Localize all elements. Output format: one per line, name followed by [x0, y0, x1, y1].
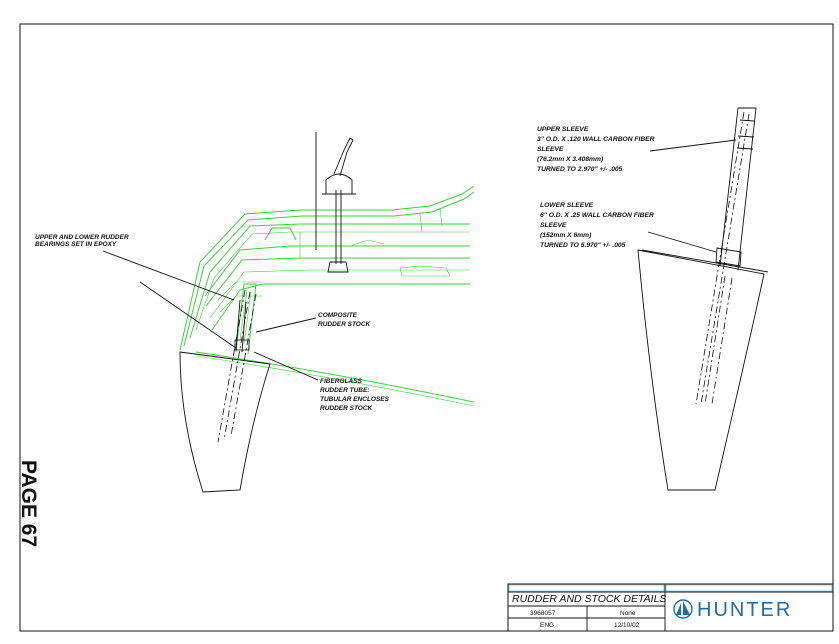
- callout-lower-5: TURNED TO 5.970" +/- .005: [540, 242, 626, 249]
- leaders-right: [647, 139, 737, 253]
- callout-upper-5: TURNED TO 2.970" +/- .005: [537, 166, 623, 173]
- drawn-by: ENG: [540, 622, 554, 629]
- tiller-assembly: [315, 132, 356, 273]
- callout-upper-2: 3" O.D. X .120 WALL CARBON FIBER: [537, 136, 655, 143]
- rudder-right: [637, 107, 769, 491]
- drawing-scale: None: [620, 610, 636, 617]
- callout-stock-2: RUDDER STOCK: [318, 321, 372, 328]
- drawing-date: 12/10/02: [614, 622, 640, 629]
- rudder-left: [179, 289, 271, 493]
- callout-lower-2: 6" O.D. X .25 WALL CARBON FIBER: [540, 212, 654, 219]
- drawing-title: RUDDER AND STOCK DETAILS: [512, 593, 666, 605]
- drawing-number: 3968057: [530, 610, 556, 617]
- callout-bearings-2: BEARINGS SET IN EPOXY: [35, 241, 117, 248]
- company-name: HUNTER: [697, 599, 792, 621]
- callout-stock-1: COMPOSITE: [318, 312, 358, 319]
- hull-outline: [179, 185, 475, 407]
- callout-tube-2: RUDDER TUBE:: [320, 387, 369, 394]
- callout-lower-4: (152mm X 6mm): [540, 232, 592, 239]
- callout-bearings-1: UPPER AND LOWER RUDDER: [35, 234, 129, 241]
- callout-upper-4: (76.2mm X 3.408mm): [537, 156, 604, 163]
- callout-upper-1: UPPER SLEEVE: [537, 126, 589, 133]
- page-label: PAGE 67: [17, 460, 40, 547]
- callout-lower-1: LOWER SLEEVE: [540, 202, 594, 209]
- callout-upper-3: SLEEVE: [537, 146, 564, 153]
- hunter-logo: HUNTER: [673, 599, 792, 621]
- callout-tube-4: RUDDER STOCK: [320, 405, 374, 412]
- title-block: [507, 583, 834, 632]
- sail-icon: [673, 599, 693, 619]
- callout-lower-3: SLEEVE: [540, 222, 567, 229]
- callout-tube-1: FIBERGLASS: [320, 378, 363, 385]
- leaders-left: [102, 250, 319, 381]
- rudder-tube-green: [235, 283, 257, 355]
- callout-tube-3: TUBULAR ENCLOSES: [320, 396, 390, 403]
- sheet-border: [19, 23, 834, 632]
